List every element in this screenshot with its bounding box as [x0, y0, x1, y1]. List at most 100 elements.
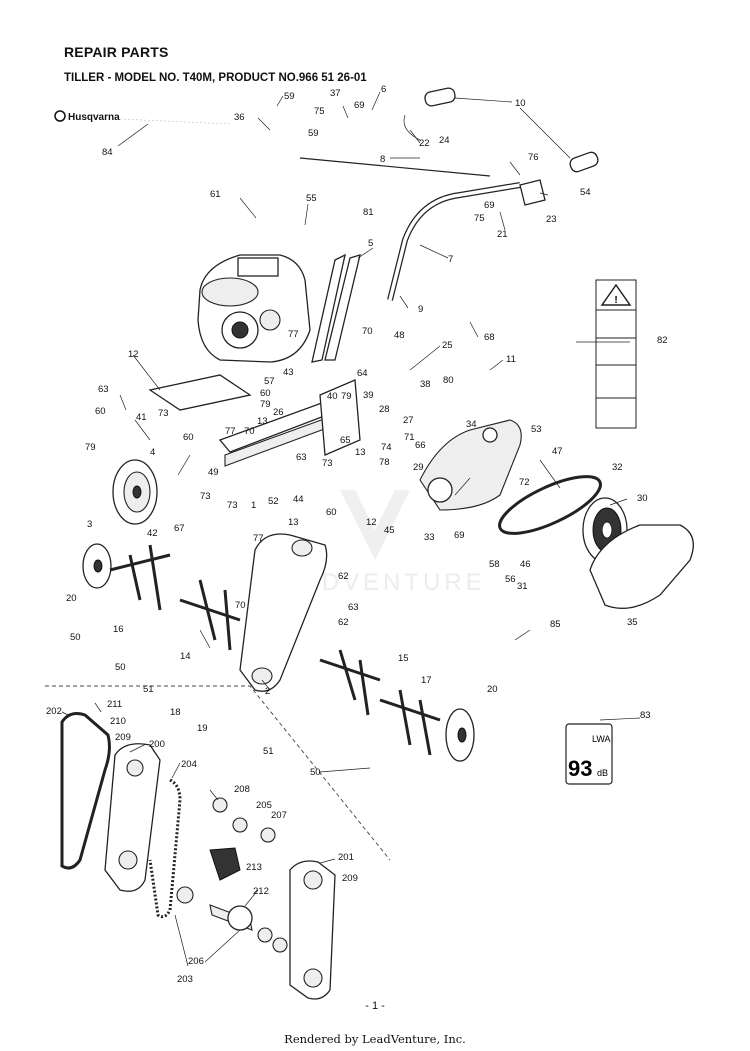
callout: 78: [379, 457, 390, 468]
callout: 203: [177, 974, 193, 985]
callout: 56: [505, 574, 516, 585]
callout: 51: [143, 684, 154, 695]
callout: 67: [174, 523, 185, 534]
callout: 48: [394, 330, 405, 341]
callout: 30: [637, 493, 648, 504]
callout: 200: [149, 739, 165, 750]
sound-unit: dB: [597, 768, 608, 778]
callout: 70: [244, 426, 255, 437]
callout: 79: [341, 391, 352, 402]
callout: 32: [612, 462, 623, 473]
callout: 26: [273, 407, 284, 418]
callout: 44: [293, 494, 304, 505]
callout: 77: [288, 329, 299, 340]
callout: 70: [235, 600, 246, 611]
callout: 60: [183, 432, 194, 443]
page-number: - 1 -: [365, 1000, 385, 1012]
callout: 15: [398, 653, 409, 664]
callout: 50: [310, 767, 321, 778]
handle-brackets: [311, 253, 361, 363]
callout: 24: [439, 135, 450, 146]
callout: 23: [546, 214, 557, 225]
callout: 37: [330, 88, 341, 99]
callout: 65: [340, 435, 351, 446]
footer-credit: Rendered by LeadVenture, Inc.: [284, 1032, 466, 1046]
callout: 73: [158, 408, 169, 419]
callout: 57: [264, 376, 275, 387]
callout: 69: [454, 530, 465, 541]
callout: 79: [85, 442, 96, 453]
callout: 2: [265, 686, 270, 697]
callout: 34: [466, 419, 477, 430]
callout: 16: [113, 624, 124, 635]
callout: 21: [497, 229, 508, 240]
callout: 27: [403, 415, 414, 426]
callout: 50: [115, 662, 126, 673]
callout: 25: [442, 340, 453, 351]
callout: 60: [95, 406, 106, 417]
callout: 61: [210, 189, 221, 200]
callout: 73: [322, 458, 333, 469]
callout: 209: [115, 732, 131, 743]
engine: [197, 254, 311, 363]
callout: 12: [128, 349, 139, 360]
callout: 63: [98, 384, 109, 395]
drive-belt: [498, 475, 602, 535]
crown-icon: [54, 110, 66, 122]
callout: 31: [517, 581, 528, 592]
callout: 213: [246, 862, 262, 873]
callout: 18: [170, 707, 181, 718]
sound-value: 93: [568, 756, 592, 781]
callout: 85: [550, 619, 561, 630]
callout: 72: [519, 477, 530, 488]
callout: 54: [580, 187, 591, 198]
callout: 49: [208, 467, 219, 478]
callout: 6: [381, 84, 386, 95]
lwa-label: LWA: [592, 734, 611, 744]
callout: 79: [260, 399, 271, 410]
belt-cover: [589, 524, 694, 609]
callout: 19: [197, 723, 208, 734]
callout: 39: [363, 390, 374, 401]
callout: 10: [515, 98, 526, 109]
callout: 35: [627, 617, 638, 628]
callout: 64: [357, 368, 368, 379]
callout: 12: [366, 517, 377, 528]
callout: 201: [338, 852, 354, 863]
page-title: REPAIR PARTS: [64, 44, 169, 60]
callout: 63: [296, 452, 307, 463]
callout: 74: [381, 442, 392, 453]
callout: 20: [487, 684, 498, 695]
callout: 75: [474, 213, 485, 224]
callout: 73: [200, 491, 211, 502]
chain-case-inset: [60, 712, 336, 1000]
callout: 207: [271, 810, 287, 821]
callout: 209: [342, 873, 358, 884]
callout: 77: [225, 426, 236, 437]
callout: 29: [413, 462, 424, 473]
callout: 211: [107, 699, 122, 710]
callout: 42: [147, 528, 158, 539]
callout: 68: [484, 332, 495, 343]
callout: 63: [348, 602, 359, 613]
callout: 50: [70, 632, 81, 643]
callout: 4: [150, 447, 155, 458]
callout: 82: [657, 335, 668, 346]
callout: 206: [188, 956, 204, 967]
callout: 14: [180, 651, 191, 662]
callout: 55: [306, 193, 317, 204]
callout: 71: [404, 432, 415, 443]
callout: 208: [234, 784, 250, 795]
callout: 70: [362, 326, 373, 337]
callout: 20: [66, 593, 77, 604]
shield-plate: [148, 374, 252, 411]
callout: 47: [552, 446, 563, 457]
callout: 46: [520, 559, 531, 570]
callout: 13: [257, 416, 268, 427]
sound-level-decal: LWA 93 dB: [565, 723, 613, 785]
safety-decal: !: [595, 279, 637, 429]
callout: 38: [420, 379, 431, 390]
callout: 53: [531, 424, 542, 435]
callout: 59: [308, 128, 319, 139]
callout: 9: [418, 304, 423, 315]
